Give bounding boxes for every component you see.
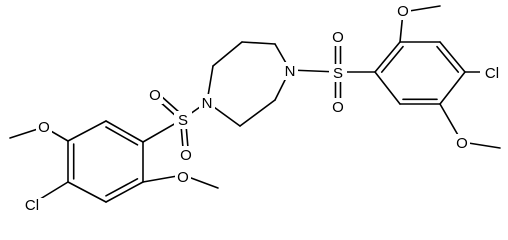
bond-aromatic: [105, 181, 144, 203]
bond-aromatic: [105, 120, 144, 143]
atom-chlorine-right: Cl: [485, 65, 499, 82]
atom-oxygen-sulfonyl-right-bottom: O: [332, 99, 344, 116]
atom-nitrogen-left: N: [202, 95, 213, 112]
atom-oxygen-methoxy-right-lower: O: [456, 135, 468, 152]
atom-oxygen-methoxy-left-upper: O: [38, 119, 50, 136]
atom-labels-layer: S S N N O O O O O O O O Cl Cl: [20, 2, 504, 214]
molecule-drawing: S S N N O O O O O O O O Cl Cl: [9, 2, 504, 214]
atom-oxygen-sulfonyl-left-top: O: [149, 87, 161, 104]
bond-ring: [241, 41, 276, 45]
bond-aromatic: [374, 71, 401, 105]
atom-oxygen-methoxy-left-lower: O: [177, 169, 189, 186]
atom-oxygen-sulfonyl-right-top: O: [332, 29, 344, 46]
bond-aromatic: [374, 41, 401, 73]
bonds-layer: [9, 5, 501, 205]
bond-aromatic-inner: [380, 45, 404, 73]
bond-ring: [212, 41, 243, 67]
atom-sulfur-right: S: [333, 65, 343, 82]
bond-ring: [239, 99, 276, 127]
molecule-canvas: S S N N O O O O O O O O Cl Cl: [9, 2, 504, 214]
bond-aromatic: [67, 181, 107, 203]
atom-chlorine-left: Cl: [25, 197, 39, 214]
atom-nitrogen-right: N: [285, 63, 296, 80]
bond-aromatic: [439, 41, 466, 73]
bond-aromatic: [439, 71, 466, 105]
bond-aromatic-inner: [436, 45, 460, 73]
atom-oxygen-methoxy-right-upper: O: [397, 3, 409, 20]
atom-sulfur-left: S: [178, 112, 188, 129]
atom-oxygen-sulfonyl-left-bottom: O: [180, 147, 192, 164]
bond-aromatic: [67, 120, 107, 142]
bond-aromatic-inner: [105, 126, 139, 146]
bond-aromatic-inner: [105, 178, 139, 197]
